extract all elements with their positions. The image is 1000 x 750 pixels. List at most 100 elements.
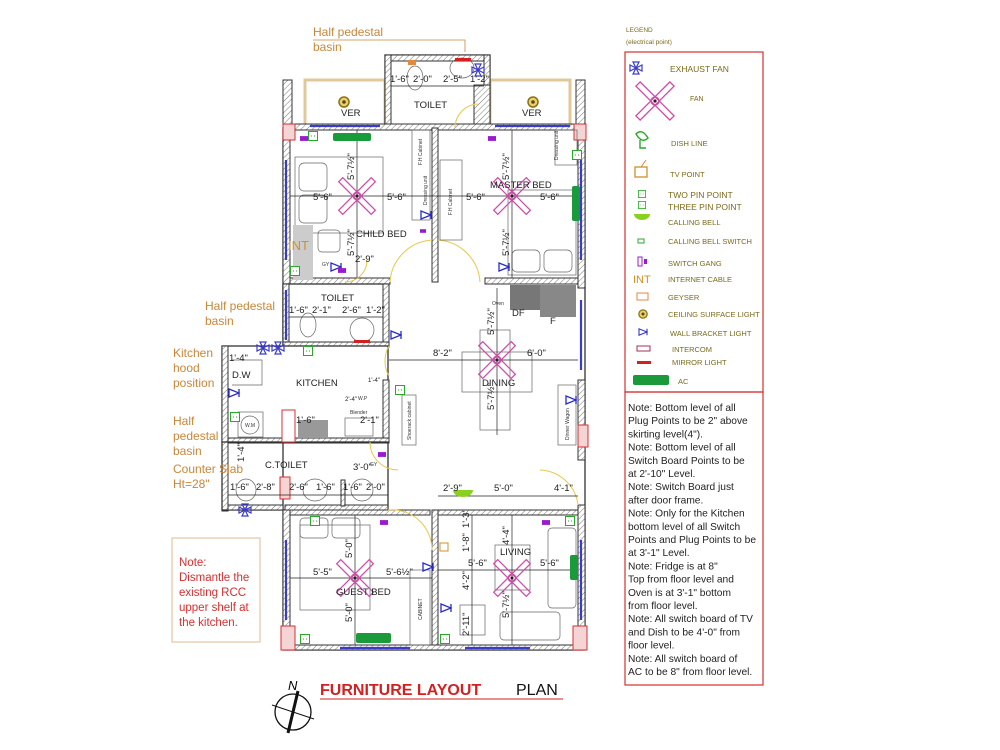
plug-point-icon: [290, 266, 300, 276]
note-line: Note: Bottom level of all: [628, 443, 736, 454]
room-label-toilet-mid: TOILET: [321, 293, 354, 304]
ac-icon: [356, 633, 391, 643]
doors[interactable]: [344, 103, 579, 551]
internet-icon: INT: [633, 274, 651, 286]
legend-item-label: GEYSER: [668, 293, 700, 302]
dimension-label: 1'-6": [289, 305, 308, 316]
title-main: FURNITURE LAYOUT: [320, 682, 481, 699]
switch-gang-icon: [637, 256, 647, 267]
room-label-dw: D.W: [232, 370, 251, 381]
label-dressing-unit: Dressing unit: [423, 175, 429, 205]
geyser-icon: [408, 60, 416, 65]
dimension-label: 1'-3": [461, 509, 472, 528]
dimension-label: 1'-6": [296, 415, 315, 426]
note-line: at 3'-1" Level.: [628, 548, 690, 559]
exhaust-fan-icon: [629, 61, 643, 75]
note-line: bottom level of all Switch: [628, 522, 740, 533]
dimension-label: 1'-4": [368, 378, 380, 384]
legend-item-label: DISH LINE: [671, 139, 708, 148]
room-label-child-bed: CHILD BED: [356, 229, 407, 240]
plug-point-icon: [308, 131, 318, 141]
dimension-label: 2'-0": [366, 482, 385, 493]
plug-point-icon: [395, 385, 405, 395]
intercom-icon: [636, 345, 651, 352]
note-line: Note: Only for the Kitchen: [628, 509, 745, 520]
ceiling-light-icon: [527, 96, 539, 108]
note-line: Top from floor level and: [628, 575, 734, 586]
room-label-living: LIVING: [500, 547, 531, 558]
dimension-label: 2'-9": [355, 254, 374, 265]
dimension-label: 5'-7½": [486, 383, 497, 410]
dimension-label: 2'-1": [312, 305, 331, 316]
label-wp: W.P: [358, 396, 368, 402]
mirror-light-icon: [455, 58, 471, 61]
note-line: at 2'-10" Level.: [628, 469, 695, 480]
ceiling-light-icon: [638, 309, 648, 319]
dimension-label: 2'-6": [289, 482, 308, 493]
ac-icon: [572, 186, 580, 221]
dimension-label: 1'-6": [230, 482, 249, 493]
fan-icon: [635, 81, 675, 121]
label-cabinet: CABINET: [418, 598, 424, 620]
legend-item-label: TWO PIN POINT: [668, 190, 733, 200]
dimension-label: 2'-11": [461, 613, 472, 637]
dismantle-note-line: the kitchen.: [179, 617, 238, 629]
dimension-label: 5'-7½": [501, 591, 512, 618]
dimension-label: 4'-2": [461, 571, 472, 590]
note-line: Points and Plug Points to be: [628, 535, 756, 546]
mirror-light-icon: [637, 361, 651, 364]
plug-point-icon: [230, 412, 240, 422]
room-label-c-toilet: C.TOILET: [265, 460, 308, 471]
note-line: skirting level(4").: [628, 429, 703, 440]
dimension-label: 5'-7½": [501, 229, 512, 256]
dimension-label: 5'-5": [313, 567, 332, 578]
legend-item-label: FAN: [690, 96, 704, 103]
annotations: Half pedestal basin Half pedestal basin …: [171, 25, 466, 643]
switch-gang-icon: [420, 229, 426, 233]
annotation-basin: Half pedestal: [205, 299, 275, 313]
room-label-ver-right: VER: [522, 108, 542, 119]
switch-gang-icon: [542, 520, 550, 525]
label-geyser: GY: [322, 262, 330, 268]
dimension-label: 5'-6": [387, 192, 406, 203]
dimension-label: 4'-1": [554, 483, 573, 494]
wall-light-icon: [420, 210, 432, 220]
dimension-label: 5'-6": [540, 192, 559, 203]
switch-gang-icon: [300, 136, 308, 141]
dimension-label: 1'-4": [229, 353, 248, 364]
note-line: Plug Points to be 2" above: [628, 416, 748, 427]
dimension-label: 5'-6": [468, 558, 487, 569]
wall-light-icon: [498, 262, 510, 272]
label-dressing-unit: Dressing unit: [554, 130, 560, 160]
legend-item-label: THREE PIN POINT: [668, 202, 742, 212]
note-line: Note: All switch board of TV: [628, 614, 753, 625]
room-label-ver-left: VER: [341, 108, 361, 119]
dimension-label: 1'-2": [366, 305, 385, 316]
dimension-label: 5'-6½": [386, 567, 413, 578]
dimension-label: 5'-7½": [346, 153, 357, 180]
bell-icon: [634, 214, 650, 220]
room-label-master-bed: MASTER BED: [490, 180, 552, 191]
legend-item-label: INTERCOM: [672, 345, 712, 354]
legend: LEGEND (electrical point) EXHAUST FAN FA…: [624, 27, 764, 393]
label-oven: Oven: [492, 301, 504, 307]
dimension-label: 5'-0": [494, 483, 513, 494]
label-geyser: GY: [370, 462, 378, 468]
annotation-basin: pedestal: [173, 429, 218, 443]
dimension-label: 2'-9": [443, 483, 462, 494]
plug-point-icon: [572, 150, 582, 160]
note-line: Note: Fridge is at 8": [628, 561, 718, 572]
dimension-label: 5'-6": [466, 192, 485, 203]
dimension-label: 5'-0": [344, 603, 355, 622]
plug-point-icon: [565, 516, 575, 526]
three-pin-icon: [638, 201, 646, 209]
ac-icon: [633, 375, 669, 385]
room-label-kitchen: KITCHEN: [296, 378, 338, 389]
annotation-counter-slab: Counter Slab: [173, 462, 243, 476]
plug-point-icon: [303, 346, 313, 356]
dimension-label: 1'-6": [316, 482, 335, 493]
dismantle-note-box: [171, 537, 261, 643]
label-dinner-wagon: Dinner Wagon: [565, 408, 571, 440]
legend-subtitle: (electrical point): [626, 39, 672, 46]
